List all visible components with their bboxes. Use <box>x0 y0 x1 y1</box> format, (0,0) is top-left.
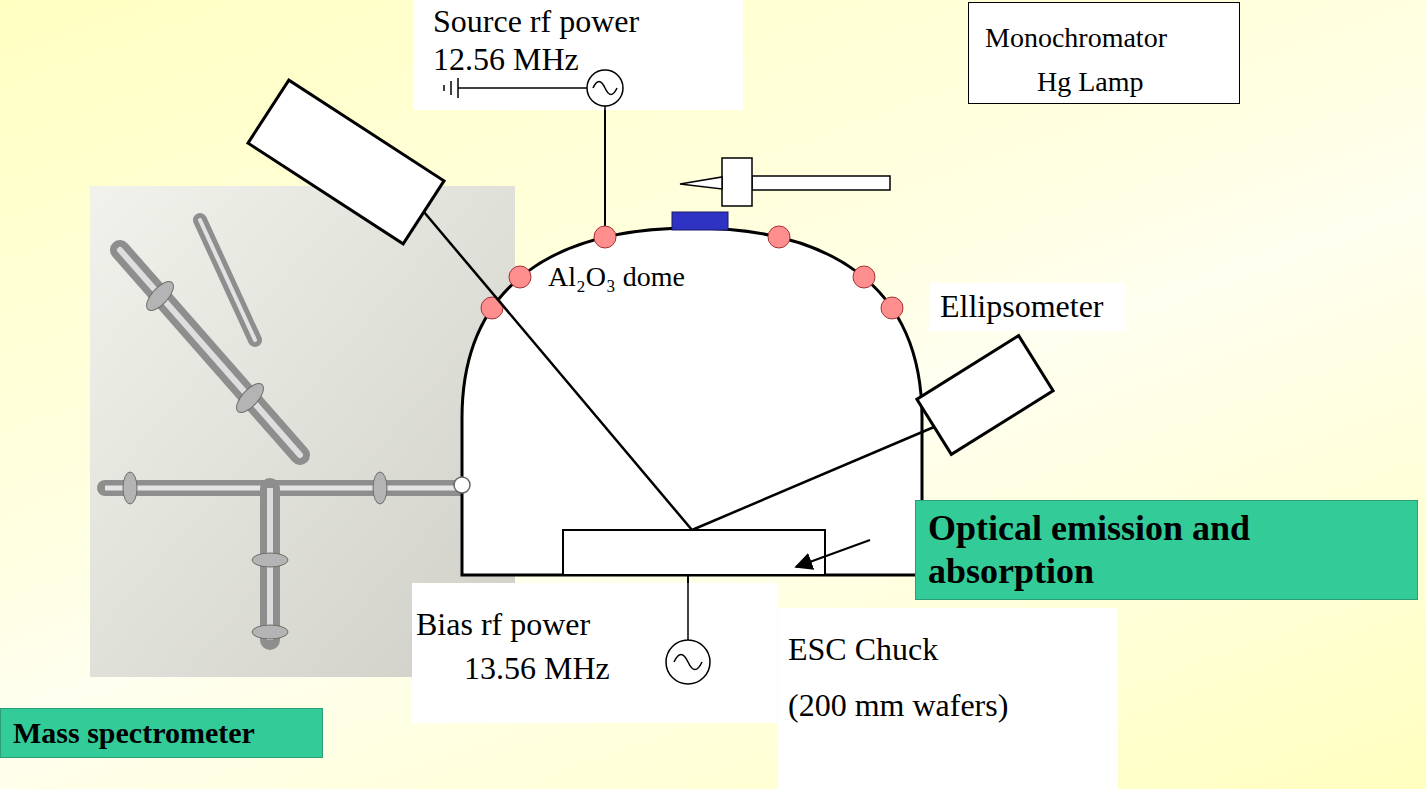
ac-source <box>587 70 623 106</box>
wire <box>458 87 587 89</box>
flange <box>142 277 178 314</box>
ac-source <box>666 640 710 684</box>
flange <box>252 625 288 639</box>
coil-turns <box>481 226 903 319</box>
pipe-highlight <box>200 220 255 340</box>
fiber-bar <box>752 176 890 190</box>
ground-bar <box>457 78 459 98</box>
node-title: ESC Chuck <box>788 630 1114 668</box>
sampling-port <box>454 477 470 493</box>
plasma-dome: Al₂O₃ dome <box>462 228 922 575</box>
flange <box>123 472 137 504</box>
ground-bar <box>443 85 445 91</box>
power-supply-box: Source rf power12.56 MHz <box>413 0 743 110</box>
pipe <box>200 220 255 340</box>
chuck-label: ESC Chuck (200 mm wafers) <box>778 608 1118 789</box>
node-title: Source rf power <box>433 2 739 40</box>
coil-turn <box>768 226 790 248</box>
node-title: Bias rf power <box>416 605 773 643</box>
optical-path <box>692 427 934 530</box>
node-title: Monochromator <box>985 21 1235 55</box>
node-subtitle: Hg Lamp <box>1037 65 1235 99</box>
spectrometer-pipes <box>105 220 462 640</box>
feed-wire <box>604 110 606 237</box>
pipe-highlight <box>105 486 462 491</box>
coil-turn <box>509 266 531 288</box>
optical-path <box>424 212 692 530</box>
node-subtitle: 13.56 MHz <box>464 649 773 687</box>
node-subtitle: 12.56 MHz <box>433 40 739 78</box>
ellipsometer-arm <box>248 80 444 244</box>
diagnostic-tag: Optical emission and absorption <box>915 500 1418 600</box>
ellipsometer-arm <box>917 336 1053 455</box>
dome-wall <box>462 228 922 575</box>
coil-turn <box>881 297 903 319</box>
node-title: Mass spectrometer <box>13 715 318 751</box>
flange <box>232 379 268 416</box>
node-title: Ellipsometer <box>940 287 1121 325</box>
window-port <box>672 212 728 230</box>
sine-wave <box>593 82 617 95</box>
node-title: Optical emission and absorption <box>928 507 1405 593</box>
coil-turn <box>853 266 875 288</box>
diagnostic-tag: Mass spectrometer <box>0 708 323 758</box>
sine-wave <box>674 655 702 670</box>
node-subtitle: (200 mm wafers) <box>788 686 1114 724</box>
wire <box>687 583 689 640</box>
probe-head <box>722 158 752 206</box>
pipe-highlight <box>120 250 300 455</box>
flange <box>252 553 288 567</box>
node-title: Al₂O₃ dome <box>548 260 918 294</box>
optical-probe <box>680 158 890 206</box>
monochromator-box: Monochromator Hg Lamp <box>968 2 1240 104</box>
pipe <box>105 480 462 496</box>
coil-turn <box>594 226 616 248</box>
pipe <box>120 250 300 455</box>
ground-bar <box>450 81 452 95</box>
wire <box>604 106 606 110</box>
source-rf-symbol <box>444 70 623 110</box>
power-supply-box: Bias rf power 13.56 MHz <box>412 583 777 723</box>
dome-outline <box>462 228 922 575</box>
probe-tip <box>680 177 722 189</box>
coil-turn <box>481 297 503 319</box>
flange <box>373 472 387 504</box>
bias-rf-symbol <box>666 583 710 684</box>
leader-arrow <box>796 540 870 567</box>
esc-chuck <box>563 530 825 575</box>
ellipsometer-label: Ellipsometer <box>930 283 1125 331</box>
